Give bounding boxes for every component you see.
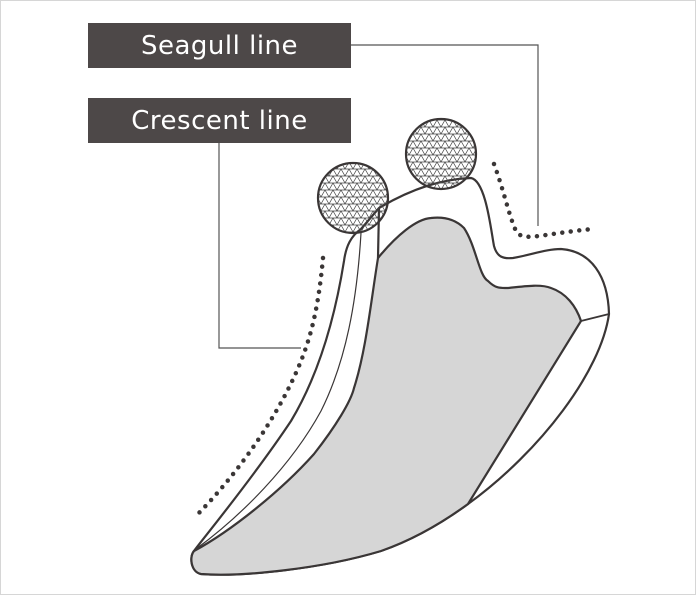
large-roller-ball bbox=[404, 117, 478, 191]
gua-sha-face bbox=[190, 216, 583, 576]
seagull-line-label: Seagull line bbox=[88, 23, 351, 68]
crescent-dotted-line bbox=[191, 255, 326, 521]
crescent-leader-line bbox=[218, 143, 301, 349]
bevel-line-right bbox=[580, 313, 610, 322]
seagull-dotted-line bbox=[491, 161, 596, 239]
small-roller-ball bbox=[316, 161, 390, 235]
seagull-leader-line bbox=[351, 44, 539, 226]
bevel-line-left bbox=[195, 232, 362, 550]
crescent-line-label: Crescent line bbox=[88, 98, 351, 143]
